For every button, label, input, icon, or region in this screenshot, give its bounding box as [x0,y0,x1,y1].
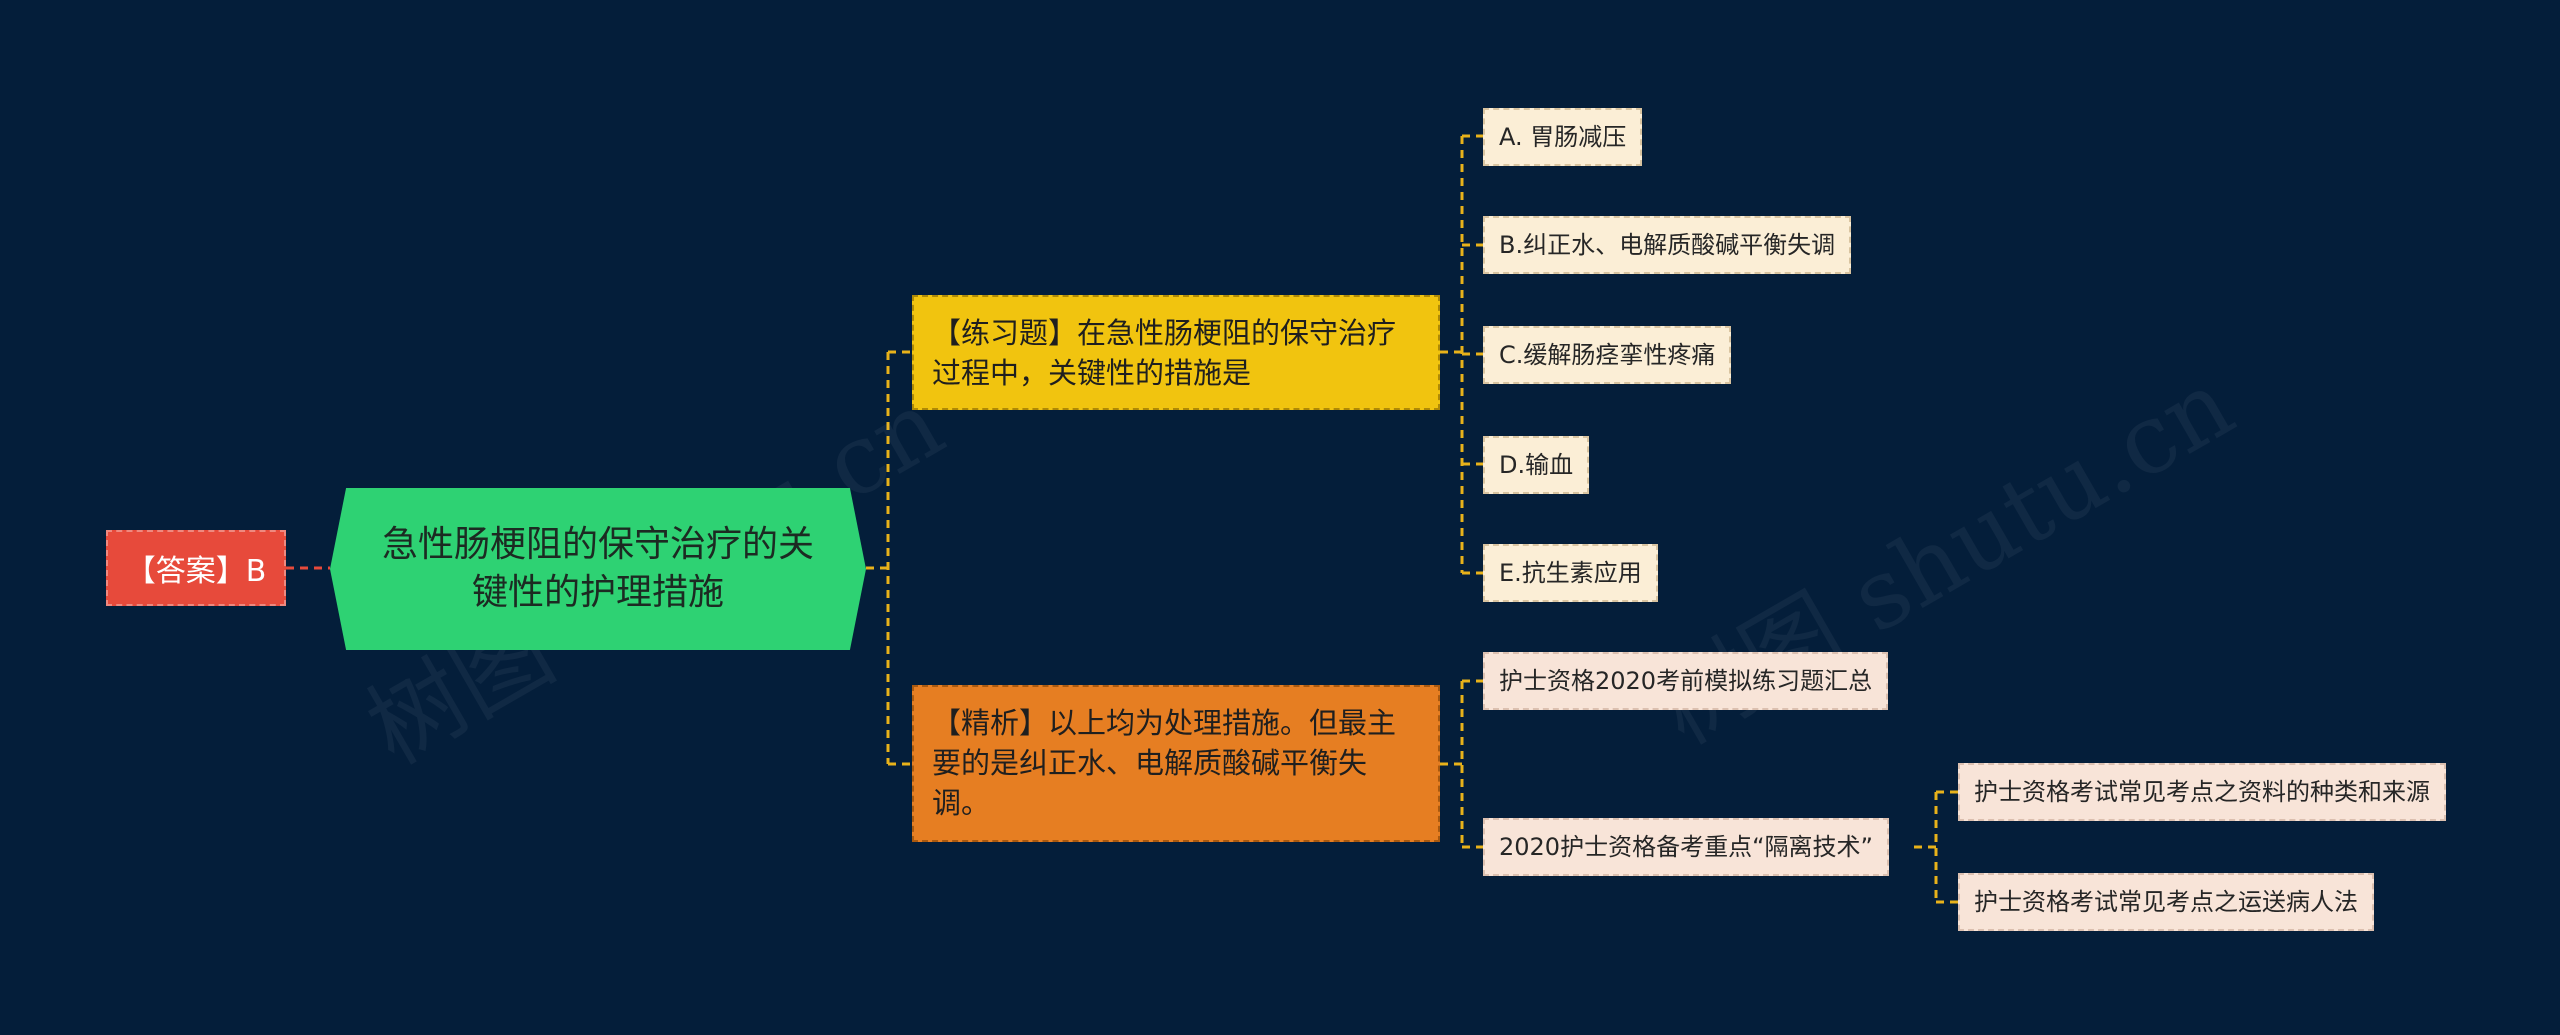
option-label: E.抗生素应用 [1499,559,1642,587]
related-link-node[interactable]: 2020护士资格备考重点“隔离技术” [1483,818,1889,876]
related-sub-label: 护士资格考试常见考点之运送病人法 [1974,888,2358,916]
option-node-c[interactable]: C.缓解肠痉挛性疼痛 [1483,326,1732,384]
option-node-b[interactable]: B.纠正水、电解质酸碱平衡失调 [1483,216,1852,274]
connector-root-children [866,350,912,766]
analysis-label: 【精析】以上均为处理措施。但最主要的是纠正水、电解质酸碱平衡失调。 [932,706,1397,820]
related-sub-label: 护士资格考试常见考点之资料的种类和来源 [1974,778,2430,806]
related-sub-node[interactable]: 护士资格考试常见考点之运送病人法 [1958,873,2374,931]
analysis-node[interactable]: 【精析】以上均为处理措施。但最主要的是纠正水、电解质酸碱平衡失调。 [912,685,1440,842]
answer-label: 【答案】B [125,554,267,589]
related-link-node[interactable]: 护士资格2020考前模拟练习题汇总 [1483,652,1889,710]
option-label: D.输血 [1499,451,1574,479]
option-node-d[interactable]: D.输血 [1483,436,1590,494]
option-label: A. 胃肠减压 [1499,123,1627,151]
answer-node[interactable]: 【答案】B [106,530,286,606]
connector-analysis-related [1440,679,1483,849]
related-link-label: 2020护士资格备考重点“隔离技术” [1499,833,1873,861]
root-topic-label: 急性肠梗阻的保守治疗的关键性的护理措施 [381,524,814,613]
connector-related-subs [1914,790,1958,904]
option-label: B.纠正水、电解质酸碱平衡失调 [1499,231,1836,259]
option-node-a[interactable]: A. 胃肠减压 [1483,108,1643,166]
question-label: 【练习题】在急性肠梗阻的保守治疗过程中，关键性的措施是 [932,316,1397,390]
question-node[interactable]: 【练习题】在急性肠梗阻的保守治疗过程中，关键性的措施是 [912,295,1440,410]
related-sub-node[interactable]: 护士资格考试常见考点之资料的种类和来源 [1958,763,2446,821]
option-label: C.缓解肠痉挛性疼痛 [1499,341,1716,369]
related-link-label: 护士资格2020考前模拟练习题汇总 [1499,667,1873,695]
connector-question-options [1440,134,1483,575]
option-node-e[interactable]: E.抗生素应用 [1483,544,1658,602]
root-topic-node[interactable]: 急性肠梗阻的保守治疗的关键性的护理措施 [330,488,866,650]
